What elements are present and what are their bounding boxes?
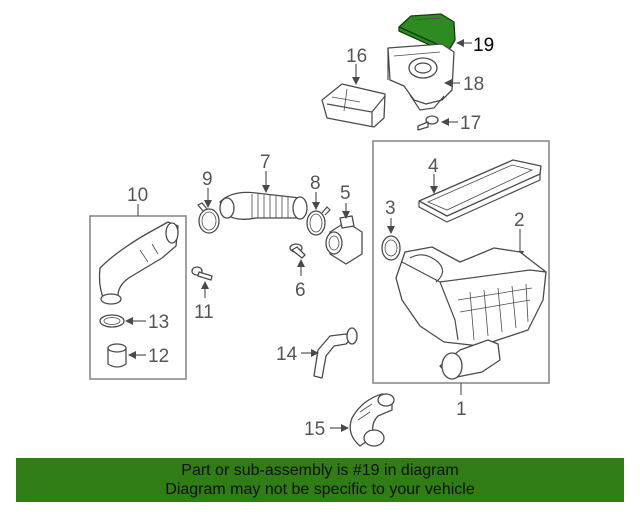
callout-8: 8 xyxy=(310,173,321,194)
part-13-seal-ring xyxy=(99,314,125,328)
part-7-intake-hose xyxy=(219,191,308,220)
part-9-hose-clamp xyxy=(197,202,220,234)
part-4-air-filter xyxy=(418,159,542,223)
callout-15: 15 xyxy=(304,419,325,440)
callout-14: 14 xyxy=(276,344,298,365)
callout-3: 3 xyxy=(385,198,396,219)
callout-6: 6 xyxy=(295,280,306,301)
callout-7: 7 xyxy=(260,152,271,173)
banner-line-1: Part or sub-assembly is #19 in diagram xyxy=(181,462,459,479)
part-5-mass-airflow-sensor xyxy=(325,215,363,265)
callout-4: 4 xyxy=(428,156,439,177)
part-6-bolt xyxy=(289,243,306,259)
part-11-bolt xyxy=(191,266,213,281)
callout-12: 12 xyxy=(148,346,169,367)
part-1-air-cleaner-housing xyxy=(395,246,547,380)
callout-19: 19 xyxy=(473,35,494,56)
part-3-gasket xyxy=(381,235,401,261)
callout-9: 9 xyxy=(202,169,213,190)
callout-13: 13 xyxy=(148,312,169,333)
banner-line-2: Diagram may not be specific to your vehi… xyxy=(165,481,475,498)
part-16-air-duct xyxy=(321,83,386,128)
callout-2: 2 xyxy=(514,210,525,231)
callout-1: 1 xyxy=(456,399,467,420)
callout-5: 5 xyxy=(340,183,351,204)
part-18-resonator xyxy=(387,43,455,111)
parts-diagram: 19 18 16 17 1 4 2 xyxy=(89,13,550,447)
callout-10: 10 xyxy=(127,185,148,206)
part-17-bolt xyxy=(417,115,439,131)
info-banner: Part or sub-assembly is #19 in diagram D… xyxy=(16,458,624,502)
part-15-elbow-hose xyxy=(349,393,395,447)
part-12-collar xyxy=(107,343,127,368)
callout-11: 11 xyxy=(194,302,214,323)
callout-17: 17 xyxy=(460,113,481,134)
callout-16: 16 xyxy=(346,46,367,67)
callout-18: 18 xyxy=(463,74,484,95)
part-8-hose-clamp xyxy=(306,206,331,236)
part-10-inlet-duct xyxy=(98,221,179,305)
part-14-vent-hose xyxy=(313,327,358,379)
